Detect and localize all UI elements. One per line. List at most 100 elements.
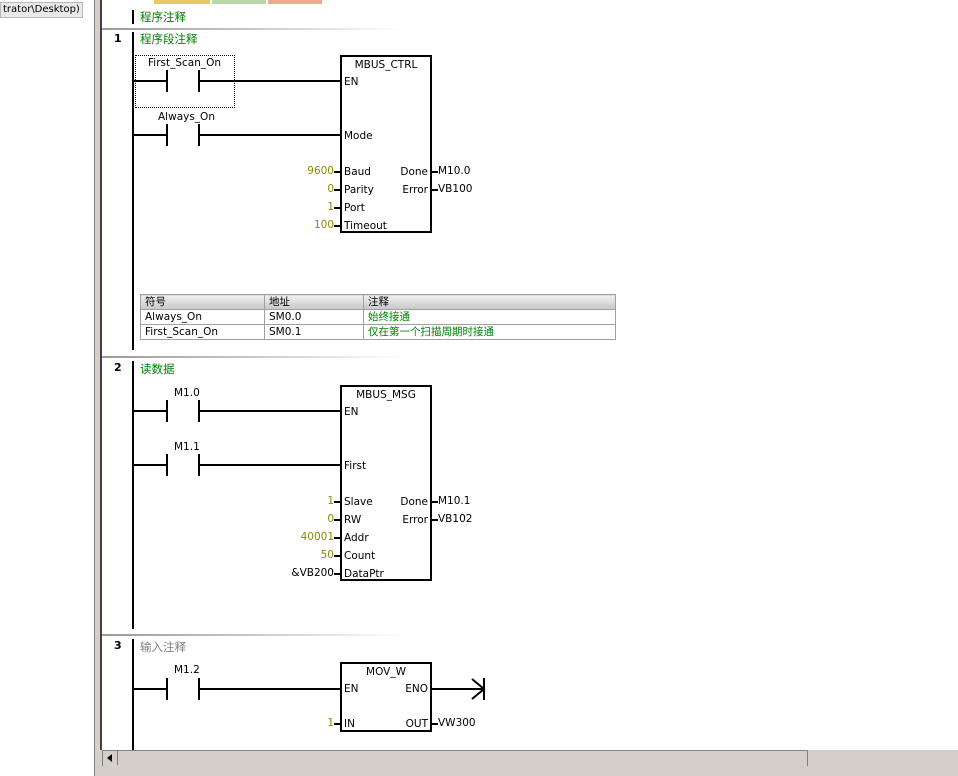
network-title[interactable]: 程序段注释 bbox=[140, 32, 198, 46]
operand-in[interactable]: 1 bbox=[327, 717, 334, 729]
contact-left-bar[interactable] bbox=[166, 124, 168, 146]
contact-right-bar[interactable] bbox=[198, 678, 200, 700]
mbus-ctrl-block[interactable]: MBUS_CTRL EN Mode Baud Parity Port Timeo… bbox=[340, 55, 432, 233]
tab-strip-green[interactable] bbox=[212, 0, 266, 4]
pin-baud: Baud bbox=[344, 166, 371, 178]
pin-stub bbox=[334, 189, 340, 191]
comment-cell: 仅在第一个扫描周期时接通 bbox=[363, 324, 616, 340]
pin-stub bbox=[432, 519, 438, 521]
power-rail bbox=[132, 639, 134, 750]
mbus-msg-block[interactable]: MBUS_MSG EN First Slave RW Addr Count Da… bbox=[340, 385, 432, 581]
wire bbox=[134, 80, 168, 82]
wire bbox=[200, 80, 340, 82]
address-cell: SM0.0 bbox=[264, 309, 364, 325]
window-path-label: trator\Desktop) bbox=[0, 2, 83, 18]
network-title[interactable]: 读数据 bbox=[140, 362, 175, 376]
contact-label: First_Scan_On bbox=[148, 57, 222, 69]
header-comment: 注释 bbox=[363, 294, 616, 310]
header-symbol: 符号 bbox=[140, 294, 265, 310]
operand-error[interactable]: VB102 bbox=[438, 513, 473, 525]
tab-strip-red[interactable] bbox=[268, 0, 322, 4]
pin-rw: RW bbox=[344, 514, 362, 526]
operand-parity[interactable]: 0 bbox=[327, 183, 334, 195]
network-number: 3 bbox=[114, 639, 122, 652]
header-address: 地址 bbox=[264, 294, 364, 310]
pin-done: Done bbox=[400, 496, 428, 508]
pin-stub bbox=[432, 189, 438, 191]
symbol-cell: Always_On bbox=[140, 309, 265, 325]
pin-error: Error bbox=[402, 514, 428, 526]
table-row[interactable]: First_Scan_On SM0.1 仅在第一个扫描周期时接通 bbox=[140, 324, 616, 340]
ladder-editor[interactable]: 程序注释 1 程序段注释 First_Scan_On Always_On MBU… bbox=[100, 0, 958, 750]
pin-slave: Slave bbox=[344, 496, 373, 508]
power-rail bbox=[132, 32, 134, 350]
wire bbox=[134, 464, 168, 466]
operand-addr[interactable]: 40001 bbox=[300, 531, 334, 543]
wire bbox=[134, 410, 168, 412]
wire bbox=[432, 688, 484, 690]
pane-splitter[interactable] bbox=[94, 0, 101, 776]
wire bbox=[200, 410, 340, 412]
mov-w-block[interactable]: MOV_W EN IN ENO OUT bbox=[340, 662, 432, 732]
project-tree-pane bbox=[0, 0, 94, 776]
pin-stub bbox=[334, 207, 340, 209]
pin-count: Count bbox=[344, 550, 376, 562]
pin-done: Done bbox=[400, 166, 428, 178]
wire bbox=[134, 134, 168, 136]
operand-rw[interactable]: 0 bbox=[327, 513, 334, 525]
operand-port[interactable]: 1 bbox=[327, 201, 334, 213]
block-name: MOV_W bbox=[366, 666, 406, 678]
address-cell: SM0.1 bbox=[264, 324, 364, 340]
contact-left-bar[interactable] bbox=[166, 678, 168, 700]
pin-error: Error bbox=[402, 184, 428, 196]
symbol-table-header: 符号 地址 注释 bbox=[140, 294, 616, 310]
pin-stub bbox=[334, 225, 340, 227]
contact-label: M1.1 bbox=[174, 441, 200, 453]
arrow-left-icon bbox=[107, 754, 112, 762]
pin-out: OUT bbox=[405, 718, 428, 730]
network-number: 1 bbox=[114, 32, 122, 45]
program-comment[interactable]: 程序注释 bbox=[140, 10, 186, 24]
operand-error[interactable]: VB100 bbox=[438, 183, 473, 195]
operand-baud[interactable]: 9600 bbox=[307, 165, 334, 177]
pin-in: IN bbox=[344, 718, 355, 730]
contact-label: M1.2 bbox=[174, 664, 200, 676]
contact-left-bar[interactable] bbox=[166, 70, 168, 92]
contact-right-bar[interactable] bbox=[198, 454, 200, 476]
contact-right-bar[interactable] bbox=[198, 400, 200, 422]
network-title[interactable]: 输入注释 bbox=[140, 640, 186, 654]
wire bbox=[200, 688, 340, 690]
wire bbox=[200, 134, 340, 136]
pin-stub bbox=[432, 501, 438, 503]
pin-stub bbox=[334, 537, 340, 539]
pin-addr: Addr bbox=[344, 532, 369, 544]
operand-count[interactable]: 50 bbox=[320, 549, 334, 561]
operand-slave[interactable]: 1 bbox=[327, 495, 334, 507]
contact-right-bar[interactable] bbox=[198, 70, 200, 92]
scroll-left-button[interactable] bbox=[103, 751, 118, 765]
pin-en: EN bbox=[344, 76, 359, 88]
symbol-cell: First_Scan_On bbox=[140, 324, 265, 340]
comment-cell: 始终接通 bbox=[363, 309, 616, 325]
pin-port: Port bbox=[344, 202, 365, 214]
operand-out[interactable]: VW300 bbox=[438, 717, 476, 729]
tab-strip-yellow[interactable] bbox=[154, 0, 210, 4]
table-row[interactable]: Always_On SM0.0 始终接通 bbox=[140, 309, 616, 325]
wire bbox=[200, 464, 340, 466]
operand-timeout[interactable]: 100 bbox=[313, 219, 334, 231]
operand-done[interactable]: M10.1 bbox=[438, 495, 471, 507]
contact-left-bar[interactable] bbox=[166, 454, 168, 476]
contact-right-bar[interactable] bbox=[198, 124, 200, 146]
comment-marker bbox=[132, 10, 134, 24]
contact-left-bar[interactable] bbox=[166, 400, 168, 422]
pin-parity: Parity bbox=[344, 184, 374, 196]
operand-done[interactable]: M10.0 bbox=[438, 165, 471, 177]
operand-dataptr[interactable]: &VB200 bbox=[291, 567, 334, 579]
pin-stub bbox=[334, 501, 340, 503]
network-number: 2 bbox=[114, 361, 122, 374]
contact-label: Always_On bbox=[158, 111, 215, 123]
block-name: MBUS_MSG bbox=[356, 389, 416, 401]
pin-timeout: Timeout bbox=[344, 220, 387, 232]
network-separator bbox=[102, 634, 402, 636]
symbol-table[interactable]: 符号 地址 注释 Always_On SM0.0 始终接通 First_Scan… bbox=[140, 294, 616, 340]
